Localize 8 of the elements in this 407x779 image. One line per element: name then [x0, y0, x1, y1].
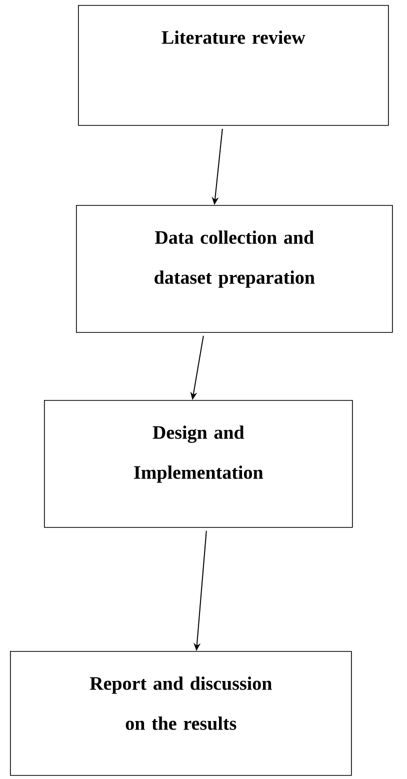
process-box: [44, 400, 353, 528]
box-label: Design and Implementation: [134, 426, 264, 483]
process-box: [78, 5, 389, 126]
process-box: [76, 205, 393, 333]
process-box: [10, 651, 352, 776]
box-label: Report and discussion on the results: [90, 676, 272, 730]
box-label: Data collection and dataset preparation: [154, 230, 315, 288]
box-label: Literature review: [162, 30, 306, 44]
